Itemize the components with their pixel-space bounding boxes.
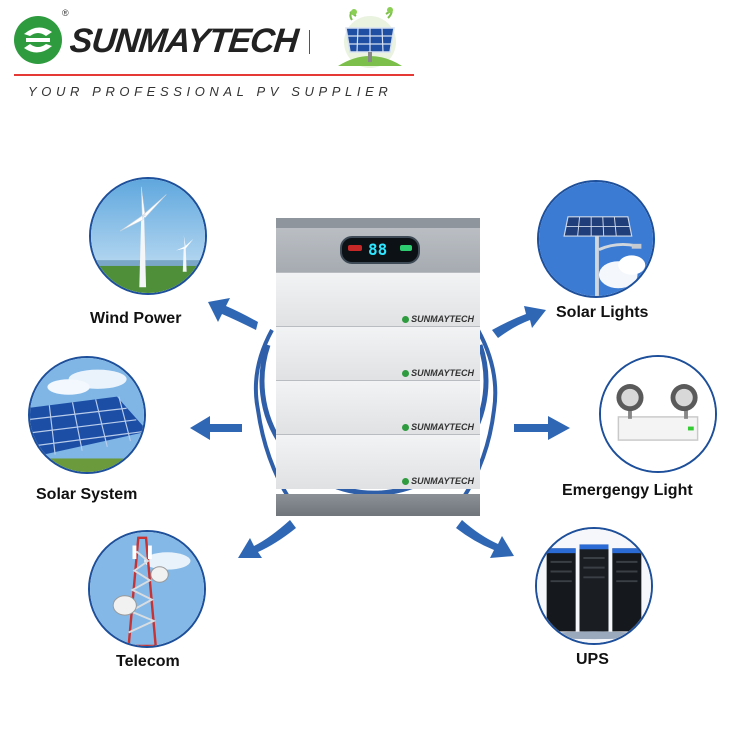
emergency-light-image bbox=[599, 355, 717, 473]
sunmaytech-logo-icon bbox=[14, 16, 62, 64]
solar-panel-field-icon bbox=[30, 358, 144, 472]
battery-top-module: 88 bbox=[276, 218, 480, 272]
emergency-light-icon bbox=[601, 357, 715, 471]
header-rule bbox=[14, 74, 414, 76]
brand-separator bbox=[309, 30, 310, 54]
solar-lights-label: Solar Lights bbox=[556, 304, 649, 321]
battery-module: SUNMAYTECH bbox=[276, 272, 480, 327]
battery-display-value: 88 bbox=[368, 240, 388, 259]
telecom-label: Telecom bbox=[116, 653, 180, 670]
wind-turbine-icon bbox=[91, 179, 205, 293]
solar-system-label: Solar System bbox=[36, 486, 138, 503]
battery-module: SUNMAYTECH bbox=[276, 434, 480, 489]
module-logo-text: SUNMAYTECH bbox=[411, 368, 474, 378]
solar-panel-icon bbox=[338, 7, 402, 68]
tagline: YOUR PROFESSIONAL PV SUPPLIER bbox=[28, 84, 393, 99]
telecom-tower-icon bbox=[90, 532, 204, 646]
wind-power-image bbox=[89, 177, 207, 295]
ups-image bbox=[535, 527, 653, 645]
module-logo-text: SUNMAYTECH bbox=[411, 476, 474, 486]
left-ring-arc bbox=[259, 344, 489, 496]
solar-system-image bbox=[28, 356, 146, 474]
ups-server-cabinet-icon bbox=[537, 529, 651, 643]
module-logo-text: SUNMAYTECH bbox=[411, 422, 474, 432]
emergency-light-label: Emergengy Light bbox=[562, 482, 693, 499]
arrow-to-emergency-light bbox=[514, 416, 570, 440]
arrow-to-solar-system bbox=[190, 416, 242, 440]
solar-street-light-icon bbox=[539, 182, 653, 296]
arrow-to-wind-power bbox=[208, 298, 258, 330]
battery-display: 88 bbox=[340, 236, 420, 264]
arrow-to-ups bbox=[456, 520, 514, 558]
wind-power-label: Wind Power bbox=[90, 310, 182, 327]
telecom-image bbox=[88, 530, 206, 648]
battery-stack-image: 88 SUNMAYTECH SUNMAYTECH SUNMAYTECH SUNM… bbox=[276, 218, 480, 516]
arrow-to-telecom bbox=[238, 520, 296, 558]
battery-module: SUNMAYTECH bbox=[276, 326, 480, 381]
ups-label: UPS bbox=[576, 651, 609, 668]
arrow-to-solar-lights bbox=[492, 306, 546, 338]
solar-lights-image bbox=[537, 180, 655, 298]
battery-base bbox=[276, 494, 480, 516]
registered-mark: ® bbox=[62, 8, 69, 18]
battery-module: SUNMAYTECH bbox=[276, 380, 480, 435]
module-logo-text: SUNMAYTECH bbox=[411, 314, 474, 324]
